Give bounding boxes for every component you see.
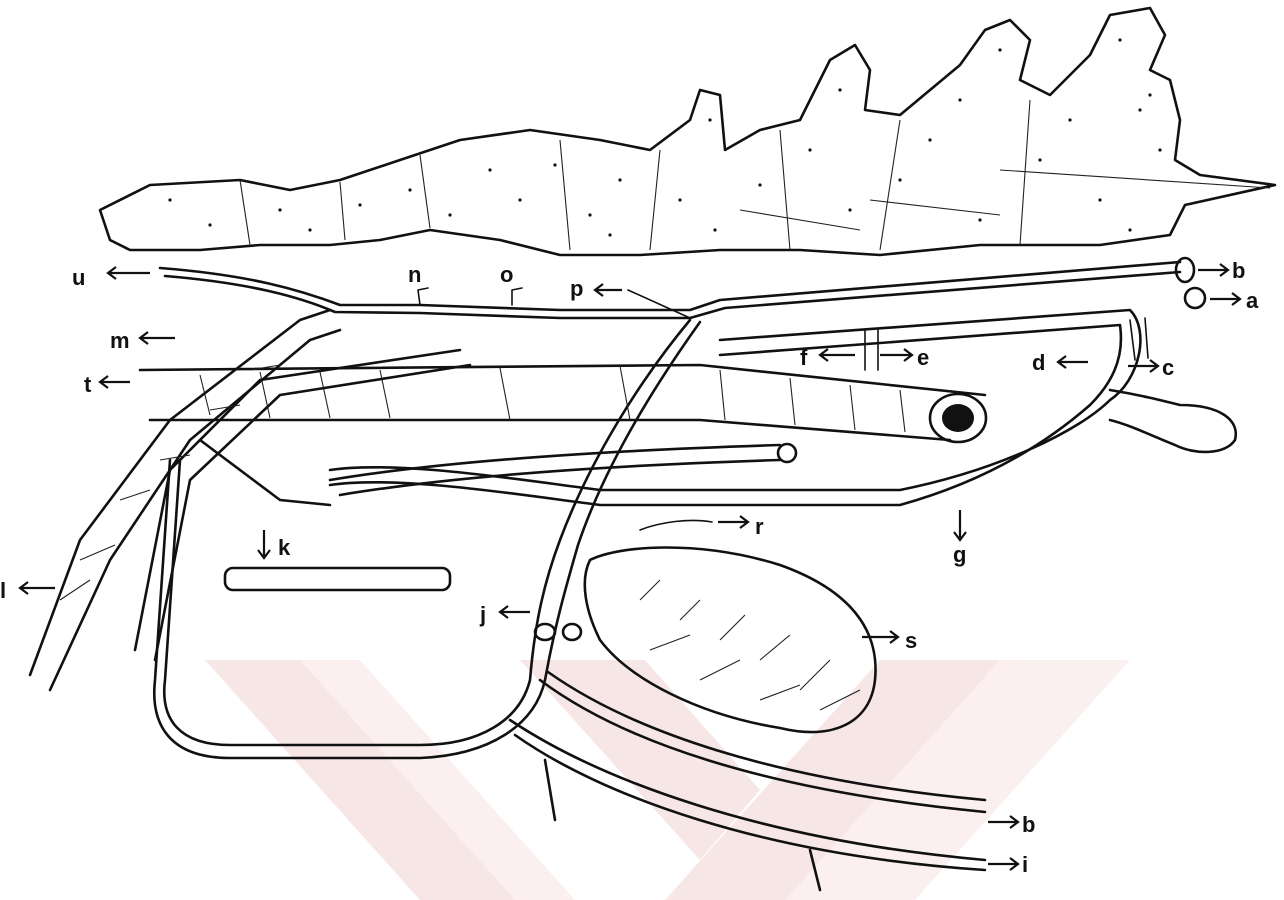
arrow-icon xyxy=(988,816,1018,828)
label-u: u xyxy=(72,265,150,290)
label-k: k xyxy=(258,530,291,560)
label-e: e xyxy=(880,345,929,370)
label-n: n xyxy=(408,262,421,287)
label-g: g xyxy=(953,510,966,567)
svg-text:b: b xyxy=(1022,812,1035,837)
arrow-icon xyxy=(1198,264,1228,276)
feature-r xyxy=(640,520,712,530)
svg-text:i: i xyxy=(1022,852,1028,877)
svg-text:r: r xyxy=(755,514,764,539)
label-j: j xyxy=(479,602,530,627)
arrow-icon xyxy=(718,516,748,528)
arrow-icon xyxy=(500,606,530,618)
secondary-tube xyxy=(330,444,796,495)
dorsal-vessel xyxy=(160,258,1205,318)
arrow-icon xyxy=(100,376,130,388)
svg-text:f: f xyxy=(800,345,808,370)
label-p: p xyxy=(570,276,622,301)
arrow-icon xyxy=(108,267,150,279)
label-i: i xyxy=(988,852,1028,877)
svg-text:u: u xyxy=(72,265,85,290)
svg-text:e: e xyxy=(917,345,929,370)
arrow-icon xyxy=(988,858,1018,870)
svg-text:m: m xyxy=(110,328,130,353)
loop-vessel-g xyxy=(330,310,1148,505)
label-d: d xyxy=(1032,350,1088,375)
arrow-icon xyxy=(20,582,55,594)
arrow-icon xyxy=(1210,293,1240,305)
svg-text:j: j xyxy=(479,602,486,627)
arrow-icon xyxy=(954,510,966,540)
svg-text:s: s xyxy=(905,628,917,653)
label-b-top: b xyxy=(1198,258,1245,283)
organ-k xyxy=(225,568,450,590)
label-t: t xyxy=(84,372,130,397)
svg-text:c: c xyxy=(1162,355,1174,380)
label-b-bottom: b xyxy=(988,812,1035,837)
terminal-organ-c xyxy=(1110,390,1236,452)
label-m: m xyxy=(110,328,175,353)
svg-text:b: b xyxy=(1232,258,1245,283)
arrow-icon xyxy=(140,332,175,344)
vertebral-column xyxy=(100,8,1275,255)
arrow-icon xyxy=(1058,356,1088,368)
svg-text:o: o xyxy=(500,262,513,287)
svg-text:k: k xyxy=(278,535,291,560)
svg-text:n: n xyxy=(408,262,421,287)
label-r: r xyxy=(718,514,764,539)
arrow-icon xyxy=(595,284,622,296)
label-a: a xyxy=(1210,288,1259,313)
svg-text:p: p xyxy=(570,276,583,301)
arrow-icon xyxy=(880,349,912,361)
svg-text:d: d xyxy=(1032,350,1045,375)
arrow-icon xyxy=(820,349,855,361)
arrow-icon xyxy=(258,530,270,558)
svg-text:g: g xyxy=(953,542,966,567)
label-l: l xyxy=(0,578,55,603)
svg-text:a: a xyxy=(1246,288,1259,313)
svg-text:l: l xyxy=(0,578,6,603)
label-o: o xyxy=(500,262,513,287)
svg-text:t: t xyxy=(84,372,92,397)
